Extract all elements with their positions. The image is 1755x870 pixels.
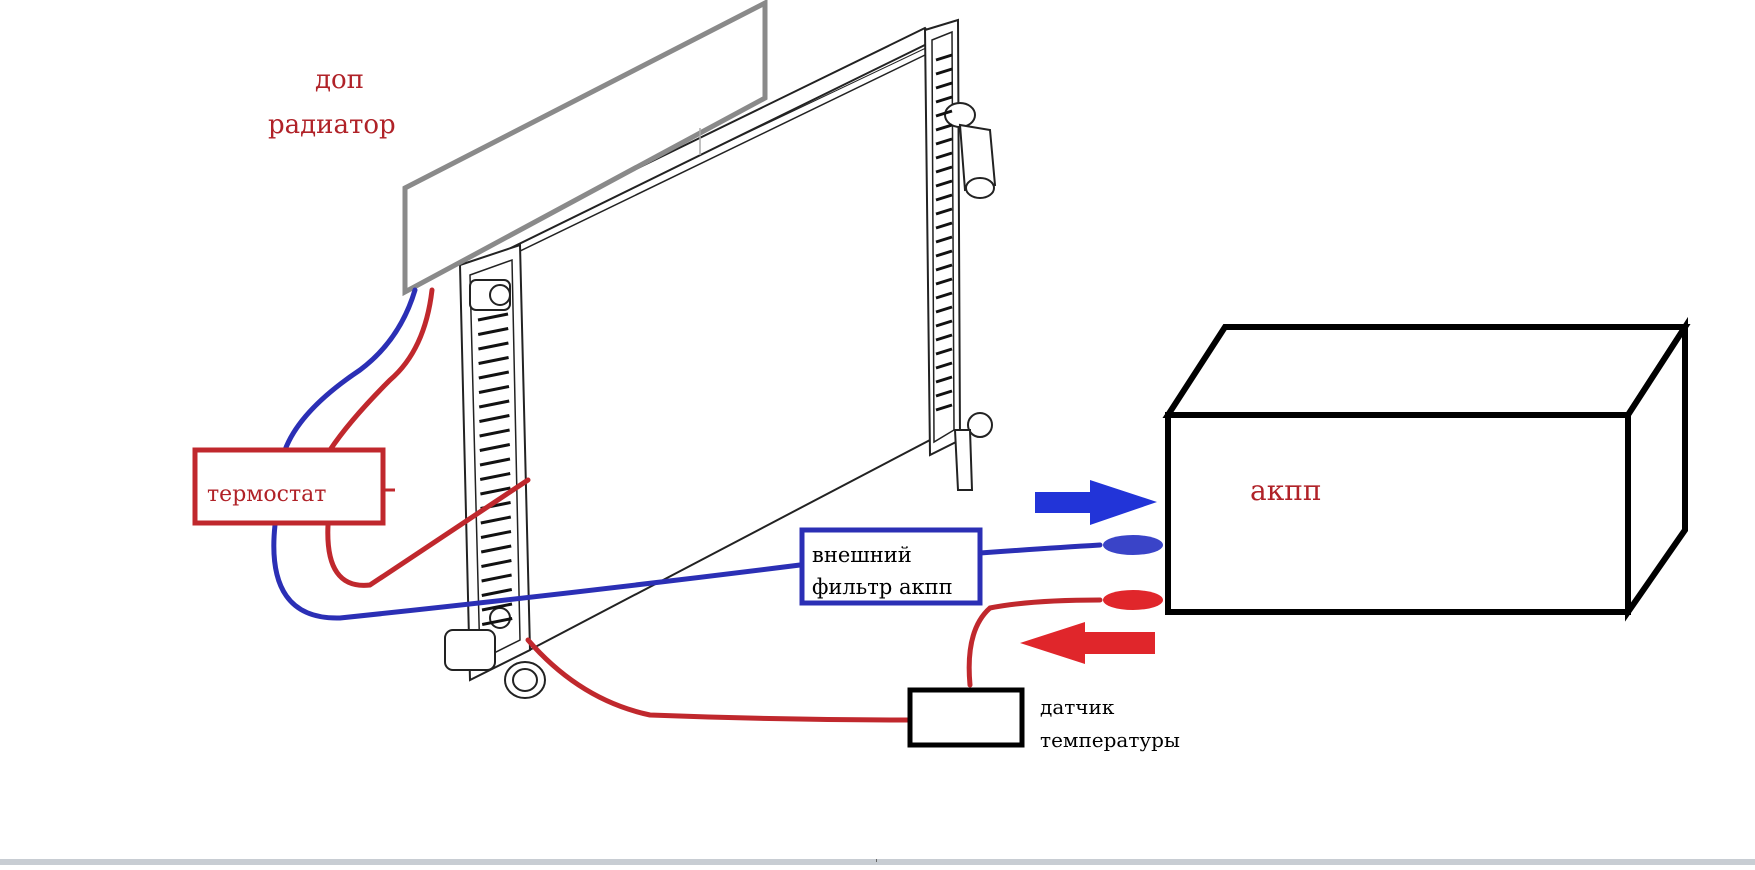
fin-slat	[935, 95, 953, 104]
fin-slat	[478, 385, 510, 394]
red-hose-fitting	[1103, 590, 1163, 610]
fin-slat	[479, 457, 511, 467]
fin-slat	[478, 356, 509, 365]
fin-slat	[935, 235, 953, 244]
blue-hose-fitting	[1103, 535, 1163, 555]
radiator-fins	[477, 53, 953, 626]
fin-slat	[479, 414, 510, 423]
fin-slat	[935, 263, 953, 272]
hose-thermostat-to-filter-blue	[271, 522, 803, 621]
hose-filter-to-akpp-blue	[977, 542, 1103, 556]
external-filter-label-line2: фильтр акпп	[812, 575, 953, 599]
fin-slat	[935, 347, 953, 356]
external-filter-box	[799, 527, 983, 606]
fin-slat	[935, 179, 953, 188]
fin-slat	[935, 151, 953, 160]
fin-slat	[935, 137, 953, 146]
flow-arrow-blue	[1035, 480, 1157, 525]
temperature-sensor-box	[907, 687, 1025, 748]
extra-radiator-label-line1: доп	[315, 65, 364, 95]
fin-slat	[935, 291, 953, 300]
fin-slat	[935, 67, 953, 76]
hose-thermostat-to-radiator-red	[325, 477, 531, 588]
extra-radiator-box	[402, 0, 768, 297]
thermostat-label: термостат	[207, 482, 326, 507]
hose-extra-to-thermostat-blue	[282, 287, 418, 453]
fin-slat	[935, 193, 953, 202]
akpp-label: акпп	[1250, 474, 1322, 507]
main-radiator	[444, 18, 997, 699]
fin-slat	[481, 559, 512, 568]
external-filter-label-line1: внешний	[812, 543, 912, 567]
thermostat-box	[192, 447, 386, 526]
fin-slat	[935, 221, 953, 230]
fin-slat	[935, 207, 953, 216]
fin-slat	[935, 403, 953, 412]
fin-slat	[935, 277, 953, 286]
fin-slat	[480, 530, 512, 539]
hose-radiator-to-sensor-red	[525, 637, 913, 723]
fin-slat	[480, 515, 512, 525]
fin-slat	[481, 602, 513, 612]
fin-slat	[935, 361, 953, 370]
fin-slat	[935, 249, 953, 258]
hoses	[271, 287, 1103, 723]
fin-slat	[481, 588, 513, 597]
temperature-sensor-label-line1: датчик	[1040, 695, 1115, 719]
fin-slat	[480, 486, 511, 496]
fin-slat	[477, 327, 509, 336]
hose-extra-to-thermostat-red	[327, 287, 435, 453]
fin-slat	[478, 399, 510, 409]
akpp-gearbox-box	[1162, 316, 1691, 622]
fin-slat	[478, 341, 509, 351]
fin-slat	[935, 305, 953, 314]
fin-slat	[480, 544, 512, 554]
fin-slat	[935, 53, 953, 62]
fin-slat	[481, 617, 513, 626]
fin-slat	[479, 428, 510, 438]
extra-radiator-label-line2: радиатор	[268, 110, 396, 140]
fin-slat	[935, 81, 953, 90]
fin-slat	[935, 123, 953, 132]
fin-slat	[935, 319, 953, 328]
bottom-scroll-strip	[0, 859, 1755, 865]
fin-slat	[479, 443, 511, 452]
temperature-sensor-label-line2: температуры	[1040, 728, 1180, 752]
fin-slat	[935, 375, 953, 384]
hose-sensor-to-akpp-red	[966, 597, 1103, 688]
fin-slat	[477, 312, 509, 322]
fin-slat	[935, 333, 953, 342]
fin-slat	[481, 573, 512, 583]
fin-slat	[935, 389, 953, 398]
fin-slat	[935, 165, 953, 174]
flow-arrow-red	[1020, 622, 1155, 664]
fin-slat	[479, 472, 511, 481]
fin-slat	[935, 109, 953, 118]
fin-slat	[478, 370, 510, 380]
